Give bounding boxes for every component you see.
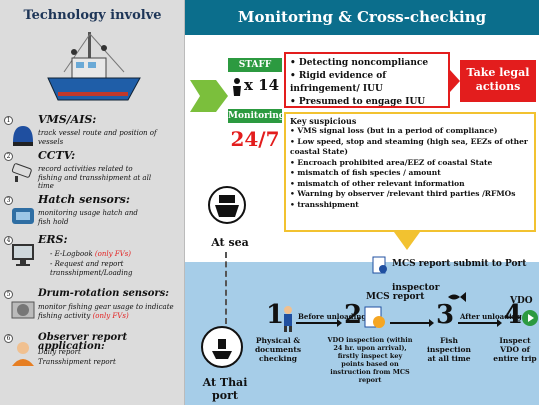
technology-title: Technology involve xyxy=(23,8,162,23)
tech-item-vms: 1 VMS/AIS: track vessel route and positi… xyxy=(4,114,184,150)
step-arrow xyxy=(390,319,434,327)
step-arrow xyxy=(458,319,502,327)
red-arrow-icon xyxy=(450,70,460,92)
key-suspicious-box: Key suspicious VMS signal loss (but in a… xyxy=(284,112,536,232)
technology-panel: Technology involve 1 VMS/AIS: track vess… xyxy=(0,0,185,405)
suspicious-item: mismatch of fish species / amount xyxy=(290,168,530,179)
red-item: Presumed to engage IUU xyxy=(290,96,444,109)
step-2-text: VDO inspection (within 24 hr. upon arriv… xyxy=(327,336,413,384)
drum-sensor-icon xyxy=(11,301,35,319)
before-unloading-label: Before unloading xyxy=(298,312,367,321)
suspicious-item: VMS signal loss (but in a period of comp… xyxy=(290,126,530,137)
mcs-submit-label: MCS report submit to Port inspector xyxy=(392,259,527,293)
suspicious-item: transshipment xyxy=(290,200,530,211)
report-icon xyxy=(372,256,387,274)
mcs-document-icon xyxy=(364,306,385,328)
noncompliance-box: Detecting noncompliance Rigid evidence o… xyxy=(284,52,450,108)
tech-item-cctv: 2 CCTV: record activities related to fis… xyxy=(4,150,184,196)
step-4-number: 4 xyxy=(504,300,523,330)
ship-icon xyxy=(208,186,246,224)
after-unloading-label: After unloading xyxy=(460,312,522,321)
port-inspection-band xyxy=(185,262,539,405)
port-icon xyxy=(201,326,243,368)
staff-box: STAFF x 14 xyxy=(228,58,282,108)
tech-item-ers: 4 ERS: - E-Logbook (only FVs) - Request … xyxy=(4,234,184,286)
suspicious-item: Encroach prohibited area/EEZ of coastal … xyxy=(290,158,530,169)
fish-icon xyxy=(448,292,466,302)
person-icon xyxy=(233,78,241,96)
step-1-text: Physical & documents checking xyxy=(254,336,302,363)
step-3-number: 3 xyxy=(436,300,455,330)
tech-item-drum: 5 Drum-rotation sensors: monitor fishing… xyxy=(4,289,184,330)
step-3-text: Fish inspection at all time xyxy=(427,336,471,363)
vdo-label: VDO xyxy=(510,296,533,306)
observer-icon xyxy=(12,342,34,366)
tech-item-hatch: 3 Hatch sensors: monitoring usage hatch … xyxy=(4,194,184,236)
red-item: Rigid evidence of infringement/ IUU xyxy=(290,70,444,96)
cctv-camera-icon xyxy=(11,163,32,182)
at-thai-port-label: At Thai port xyxy=(202,376,248,402)
step-4-text: Inspect VDO of entire trip xyxy=(493,336,537,363)
ers-computer-icon xyxy=(12,244,34,266)
suspicious-item: Low speed, stop and steaming (high sea, … xyxy=(290,137,530,158)
green-arrow-icon xyxy=(190,80,228,112)
monitoring-value: 24/7 xyxy=(228,124,282,154)
vms-device-icon xyxy=(13,126,33,146)
inspector-icon xyxy=(284,306,292,332)
monitoring-title: Monitoring & Cross-checking xyxy=(185,0,539,35)
hatch-sensor-icon xyxy=(12,208,34,224)
fishing-vessel-icon xyxy=(47,32,141,101)
vdo-play-icon xyxy=(522,310,538,326)
suspicious-item: mismatch of other relevant information xyxy=(290,179,530,190)
monitoring-label: Monitoring xyxy=(228,109,286,123)
legal-actions-box: Take legal actions xyxy=(460,60,536,102)
mcs-report-label: MCS report xyxy=(366,292,425,302)
suspicious-item: Warning by observer /relevant third part… xyxy=(290,189,530,200)
at-sea-label: At sea xyxy=(211,236,249,249)
dashed-connector xyxy=(225,252,227,324)
yellow-down-arrow-icon xyxy=(394,232,420,250)
tech-item-observer: 6 Observer report application: Daily rep… xyxy=(4,333,184,378)
step-arrow xyxy=(296,319,342,327)
step-2-number: 2 xyxy=(344,300,363,330)
red-item: Detecting noncompliance xyxy=(290,57,444,70)
step-1-number: 1 xyxy=(266,300,285,330)
